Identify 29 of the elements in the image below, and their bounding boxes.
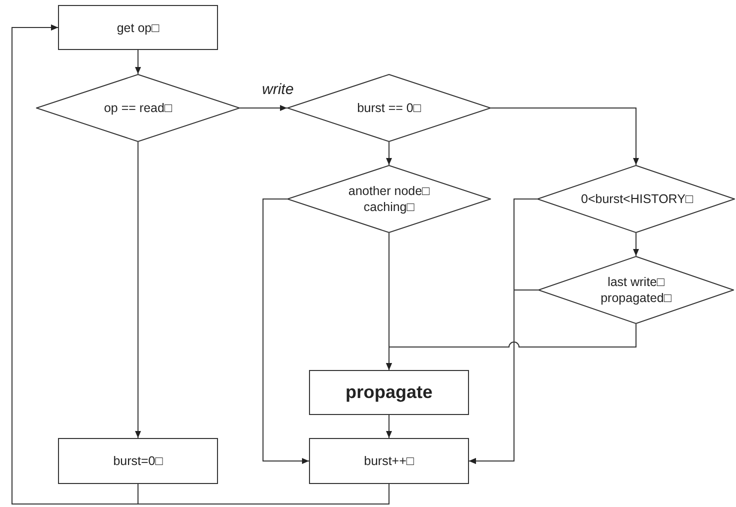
arrow [386, 142, 392, 166]
arrow [633, 232, 639, 256]
decision-diamond [36, 74, 240, 142]
node-text: burst == 0□ [357, 100, 421, 116]
arrow [135, 142, 141, 438]
arrow [262, 198, 310, 464]
arrow [135, 50, 141, 74]
process-box [58, 5, 218, 50]
process-box [309, 438, 469, 484]
node-text: 0<burst<HISTORY□ [581, 191, 691, 207]
decision-diamond [287, 165, 491, 233]
process-box [58, 438, 218, 484]
node-text: last write□ propagated□ [600, 274, 672, 306]
node-text: get op□ [116, 20, 160, 36]
arrow [490, 108, 639, 166]
node-text: op == read□ [104, 100, 172, 116]
node-text: another node□ caching□ [347, 183, 431, 215]
arrow [468, 290, 538, 464]
process-box [309, 370, 469, 415]
arrow [240, 105, 288, 111]
node-text: burst++□ [364, 453, 414, 469]
arrow [386, 324, 636, 370]
decision-diamond [537, 165, 735, 233]
arrow [386, 414, 392, 438]
node-text: burst=0□ [113, 453, 163, 469]
node-text: propagate [345, 381, 432, 404]
arrow [12, 24, 390, 504]
decision-diamond [538, 256, 734, 324]
edge-label: write [262, 82, 294, 97]
